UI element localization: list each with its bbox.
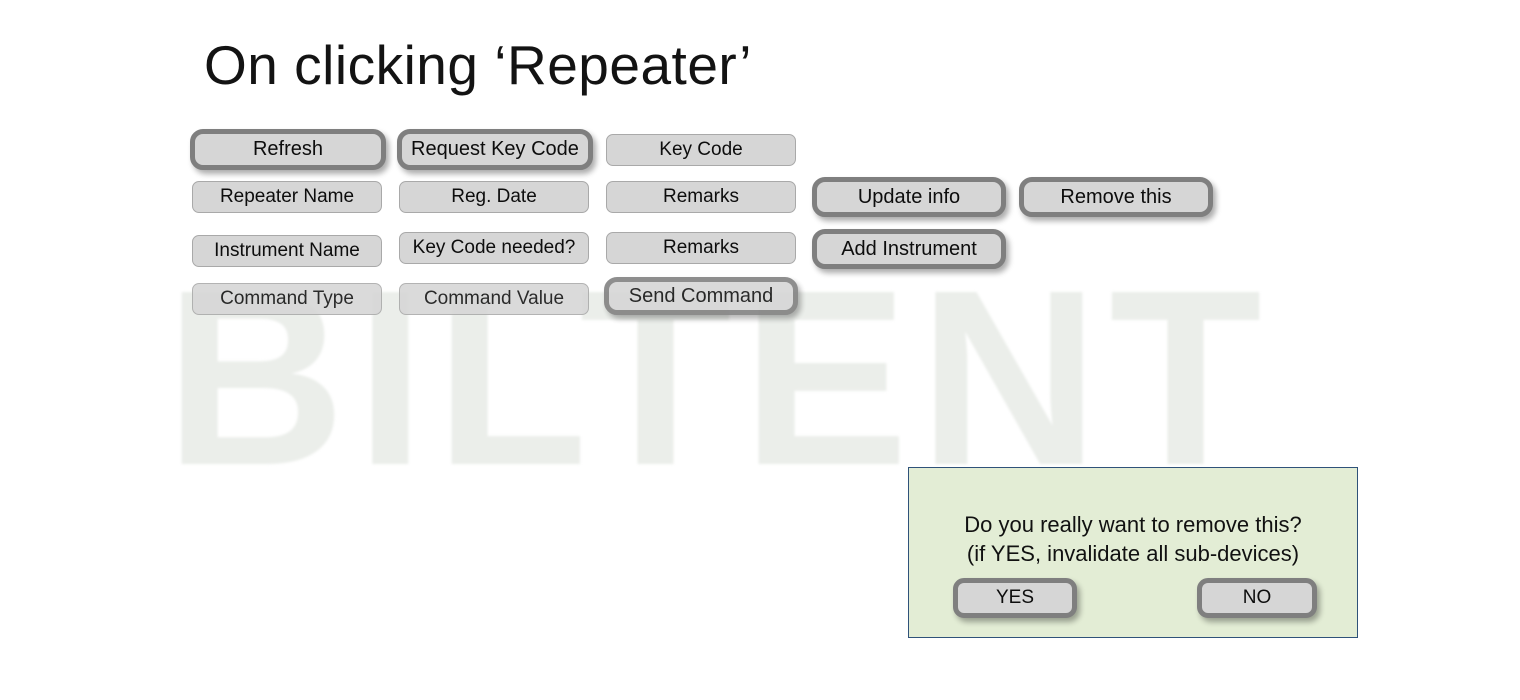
refresh-button[interactable]: Refresh bbox=[190, 129, 386, 170]
dialog-yes-button[interactable]: YES bbox=[953, 578, 1077, 618]
confirm-remove-dialog: Do you really want to remove this? (if Y… bbox=[908, 467, 1358, 638]
add-instrument-button[interactable]: Add Instrument bbox=[812, 229, 1006, 269]
instrument-name-field[interactable]: Instrument Name bbox=[192, 235, 382, 267]
dialog-message: Do you really want to remove this? (if Y… bbox=[964, 512, 1302, 566]
request-key-code-button[interactable]: Request Key Code bbox=[397, 129, 593, 170]
key-code-field[interactable]: Key Code bbox=[606, 134, 796, 166]
update-info-button[interactable]: Update info bbox=[812, 177, 1006, 217]
dialog-no-button[interactable]: NO bbox=[1197, 578, 1317, 618]
repeater-name-field[interactable]: Repeater Name bbox=[192, 181, 382, 213]
page-title: On clicking ‘Repeater’ bbox=[204, 34, 753, 96]
command-value-field[interactable]: Command Value bbox=[399, 283, 589, 315]
key-code-needed-field[interactable]: Key Code needed? bbox=[399, 232, 589, 264]
remarks-field-2[interactable]: Remarks bbox=[606, 232, 796, 264]
remarks-field-1[interactable]: Remarks bbox=[606, 181, 796, 213]
send-command-button[interactable]: Send Command bbox=[604, 277, 798, 315]
remove-this-button[interactable]: Remove this bbox=[1019, 177, 1213, 217]
command-type-field[interactable]: Command Type bbox=[192, 283, 382, 315]
reg-date-field[interactable]: Reg. Date bbox=[399, 181, 589, 213]
